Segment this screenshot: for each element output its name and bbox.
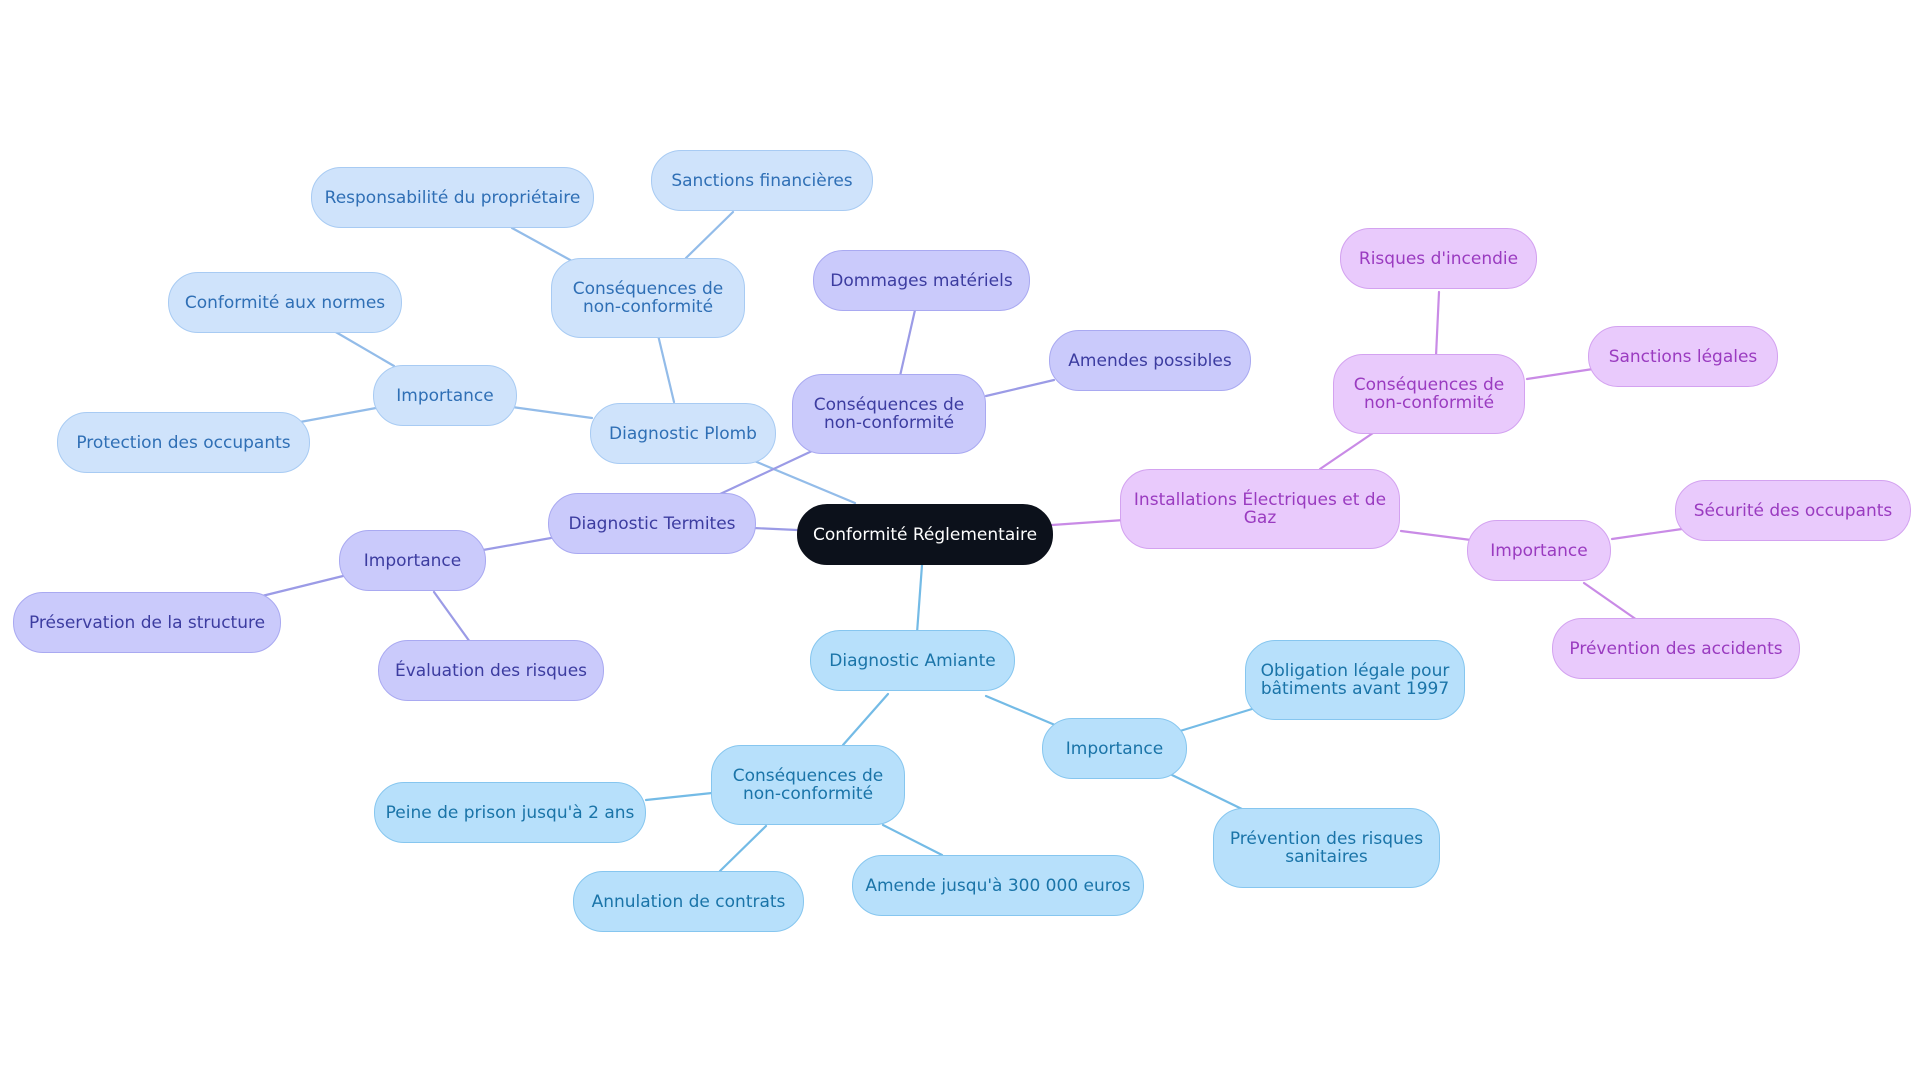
link-plomb-consequences	[656, 333, 676, 404]
plomb-importance-item-normes[interactable]: Conformité aux normes	[168, 272, 402, 333]
termites-consequences-node[interactable]: Conséquences de non-conformité	[792, 374, 986, 454]
termites-node[interactable]: Diagnostic Termites	[548, 493, 756, 554]
elec-node[interactable]: Installations Électriques et de Gaz	[1120, 469, 1400, 549]
link-plomb-importance	[510, 405, 594, 420]
root-label: Conformité Réglementaire	[812, 524, 1038, 545]
elec-consequences-node[interactable]: Conséquences de non-conformité	[1333, 354, 1525, 434]
link-termites-consequences	[716, 449, 814, 497]
link-amiante-consequences-prison	[644, 791, 714, 802]
link-amiante-importance	[984, 694, 1057, 727]
elec-consequences-item-incendie[interactable]: Risques d'incendie	[1340, 228, 1537, 289]
link-elec-importance	[1399, 529, 1473, 542]
link-plomb-consequences-sanctions	[684, 210, 735, 260]
plomb-node[interactable]: Diagnostic Plomb	[590, 403, 776, 464]
plomb-consequences-item-sanctions[interactable]: Sanctions financières	[651, 150, 873, 211]
amiante-importance-item-obligation[interactable]: Obligation légale pour bâtiments avant 1…	[1245, 640, 1465, 720]
amiante-consequences-node[interactable]: Conséquences de non-conformité	[711, 745, 905, 825]
plomb-importance-node[interactable]: Importance	[373, 365, 517, 426]
plomb-consequences-node[interactable]: Conséquences de non-conformité	[551, 258, 745, 338]
link-elec-importance-prevention	[1582, 581, 1639, 622]
link-root-termites	[751, 526, 799, 532]
termites-importance-node[interactable]: Importance	[339, 530, 486, 591]
link-root-plomb	[750, 458, 857, 505]
link-termites-consequences-dommages	[898, 308, 917, 378]
elec-consequences-item-sanctions[interactable]: Sanctions légales	[1588, 326, 1778, 387]
link-plomb-importance-normes	[332, 329, 396, 368]
plomb-importance-label: Importance	[396, 385, 494, 406]
link-amiante-importance-obligation	[1178, 707, 1254, 733]
root-node[interactable]: Conformité Réglementaire	[797, 504, 1053, 565]
amiante-consequences-item-amende[interactable]: Amende jusqu'à 300 000 euros	[852, 855, 1144, 916]
link-amiante-consequences	[841, 692, 890, 747]
link-amiante-consequences-contrats	[718, 824, 768, 873]
link-root-amiante	[915, 563, 924, 635]
link-amiante-importance-prevention	[1170, 773, 1248, 813]
link-elec-consequences-sanctions	[1525, 367, 1595, 381]
amiante-node[interactable]: Diagnostic Amiante	[810, 630, 1015, 691]
termites-consequences-item-amendes[interactable]: Amendes possibles	[1049, 330, 1251, 391]
termites-importance-item-risques[interactable]: Évaluation des risques	[378, 640, 604, 701]
elec-importance-item-prevention[interactable]: Prévention des accidents	[1552, 618, 1800, 679]
amiante-consequences-item-prison[interactable]: Peine de prison jusqu'à 2 ans	[374, 782, 646, 843]
elec-importance-node[interactable]: Importance	[1467, 520, 1611, 581]
termites-consequences-item-dommages[interactable]: Dommages matériels	[813, 250, 1030, 311]
link-elec-importance-securite	[1610, 527, 1684, 541]
amiante-importance-node[interactable]: Importance	[1042, 718, 1187, 779]
link-termites-importance-structure	[260, 574, 345, 598]
link-root-elec	[1050, 518, 1126, 527]
link-elec-consequences-incendie	[1434, 290, 1441, 358]
elec-importance-item-securite[interactable]: Sécurité des occupants	[1675, 480, 1911, 541]
link-termites-importance	[481, 536, 553, 552]
link-amiante-consequences-amende	[881, 823, 944, 857]
plomb-importance-item-protection[interactable]: Protection des occupants	[57, 412, 310, 473]
link-termites-consequences-amendes	[984, 378, 1056, 398]
link-plomb-importance-protection	[298, 406, 378, 424]
link-termites-importance-risques	[432, 590, 472, 644]
link-plomb-consequences-responsabilite	[510, 226, 574, 263]
plomb-consequences-item-responsabilite[interactable]: Responsabilité du propriétaire	[311, 167, 594, 228]
link-elec-consequences	[1318, 431, 1375, 471]
termites-importance-item-structure[interactable]: Préservation de la structure	[13, 592, 281, 653]
amiante-consequences-item-contrats[interactable]: Annulation de contrats	[573, 871, 804, 932]
plomb-label: Diagnostic Plomb	[609, 423, 757, 444]
amiante-importance-item-prevention[interactable]: Prévention des risques sanitaires	[1213, 808, 1440, 888]
